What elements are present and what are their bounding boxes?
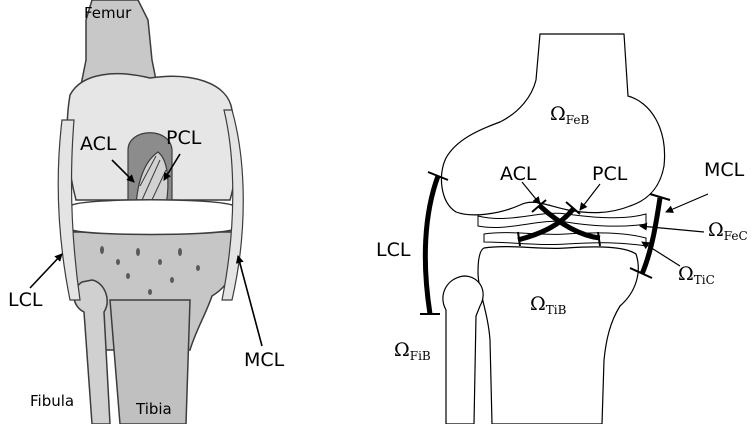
- tibia-label: Tibia: [135, 400, 172, 418]
- anatomical-knee-illustration: Femur ACL PCL LCL MCL Fibula Tibia: [8, 0, 285, 424]
- tibia-cartilage-outline: [484, 233, 646, 246]
- left-acl-label: ACL: [80, 133, 117, 155]
- tibia-bone-outline: [478, 247, 638, 424]
- fibula-label: Fibula: [30, 392, 74, 410]
- omega-tic-label: ΩTiC: [678, 263, 715, 287]
- femur-label: Femur: [84, 4, 132, 22]
- schematic-lcl: [425, 176, 438, 314]
- fibula: [74, 280, 110, 424]
- right-mcl-label: MCL: [704, 159, 745, 181]
- lcl-arrow: [30, 254, 62, 288]
- fibula-bone-outline: [443, 276, 483, 424]
- schematic-knee-model: ACL PCL MCL LCL ΩFeB ΩFeC ΩTiC ΩTiB ΩFiB: [376, 34, 748, 424]
- left-lcl-label: LCL: [8, 289, 43, 311]
- right-lcl-label: LCL: [376, 239, 411, 261]
- mcl-arrow: [238, 256, 262, 346]
- schematic-mcl: [642, 198, 660, 274]
- left-pcl-label: PCL: [166, 127, 202, 149]
- omega-fib-label: ΩFiB: [394, 339, 431, 363]
- schematic-mcl-arrow: [666, 194, 708, 212]
- omega-fec-arrow: [640, 226, 704, 232]
- right-acl-label: ACL: [500, 163, 537, 185]
- meniscus-band: [66, 200, 238, 235]
- left-mcl-label: MCL: [244, 349, 285, 371]
- omega-fec-label: ΩFeC: [708, 219, 748, 243]
- right-pcl-label: PCL: [592, 163, 628, 185]
